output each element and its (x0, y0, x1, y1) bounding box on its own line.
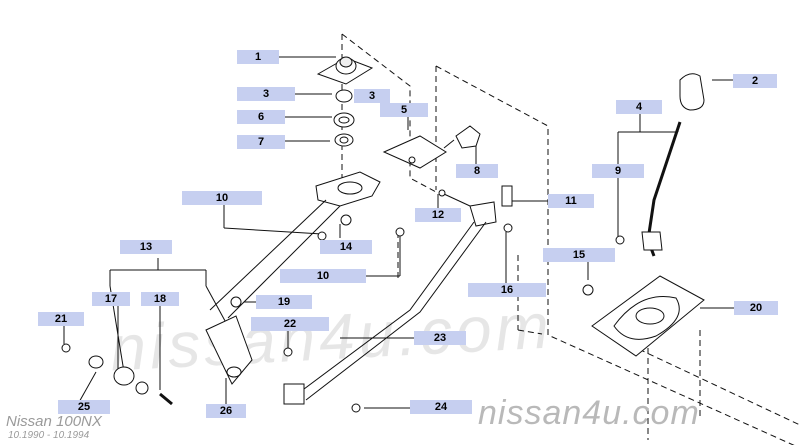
part-label-21[interactable]: 21 (38, 312, 84, 326)
switch-8 (443, 125, 481, 149)
part-label-8[interactable]: 8 (456, 164, 498, 178)
nuts (61, 214, 594, 413)
part-label-3b[interactable]: 3 (354, 89, 390, 103)
shift-lever (615, 121, 682, 257)
part-label-18[interactable]: 18 (141, 292, 179, 306)
part-label-6[interactable]: 6 (237, 110, 285, 124)
part-label-16[interactable]: 16 (468, 283, 546, 297)
bracket-5 (382, 135, 447, 169)
part-label-4[interactable]: 4 (616, 100, 662, 114)
part-label-3a[interactable]: 3 (237, 87, 295, 101)
part-label-2[interactable]: 2 (733, 74, 777, 88)
part-label-5[interactable]: 5 (380, 103, 428, 117)
upper-link-rod-10 (209, 171, 381, 319)
leader-lines (63, 56, 740, 409)
vehicle-years: 10.1990 - 10.1994 (8, 430, 90, 441)
part-label-25[interactable]: 25 (58, 400, 110, 414)
part-label-26[interactable]: 26 (206, 404, 246, 418)
dashed-outline-box-lower (397, 65, 800, 445)
vehicle-model: Nissan 100NX (6, 413, 102, 430)
part-label-24[interactable]: 24 (410, 400, 472, 414)
part-label-15[interactable]: 15 (543, 248, 615, 262)
part-label-1[interactable]: 1 (237, 50, 279, 64)
shift-boot-housing-20 (591, 275, 705, 357)
bracket-26 (205, 315, 253, 385)
part-label-23[interactable]: 23 (414, 331, 466, 345)
part-label-7[interactable]: 7 (237, 135, 285, 149)
part-label-19[interactable]: 19 (256, 295, 312, 309)
part-label-14[interactable]: 14 (320, 240, 372, 254)
site-watermark: nissan4u.com (478, 394, 700, 432)
part-label-17[interactable]: 17 (92, 292, 130, 306)
part-label-22[interactable]: 22 (251, 317, 329, 331)
top-mount-plate (316, 56, 374, 85)
part-label-9[interactable]: 9 (592, 164, 644, 178)
part-label-10b[interactable]: 10 (280, 269, 366, 283)
part-label-13[interactable]: 13 (120, 240, 172, 254)
part-label-11[interactable]: 11 (548, 194, 594, 208)
lower-link-rod-10 (283, 201, 497, 405)
bolt-12 (438, 189, 471, 207)
part-label-20[interactable]: 20 (734, 301, 778, 315)
bushings-stack (333, 89, 355, 147)
gear-knob (679, 73, 705, 111)
part-label-12[interactable]: 12 (415, 208, 461, 222)
spring-11 (501, 185, 513, 207)
part-label-10a[interactable]: 10 (182, 191, 262, 205)
